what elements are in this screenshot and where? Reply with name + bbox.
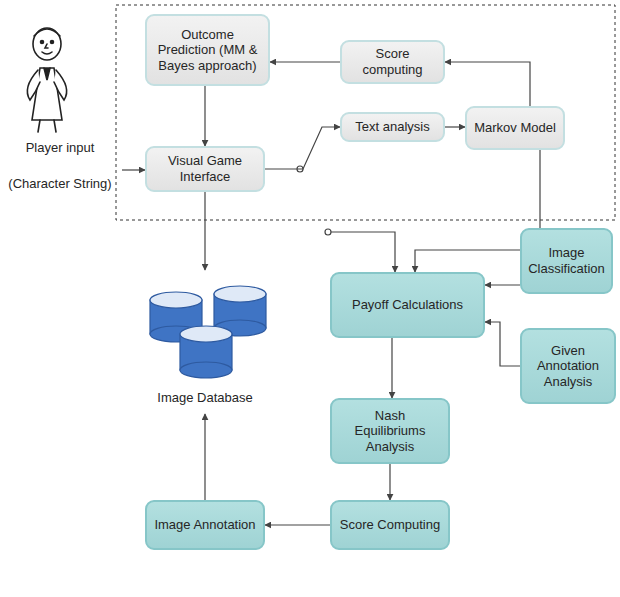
process-box: Text analysis [340, 112, 445, 142]
process-box: Nash Equilibriums Analysis [330, 398, 450, 464]
process-box: Score Computing [330, 500, 450, 550]
process-box: Markov Model [465, 106, 565, 150]
flow-arrow [389, 464, 390, 500]
database-label: Image Database [140, 390, 270, 406]
flow-arrow [445, 62, 530, 106]
box-text: Visual Game Interface [153, 153, 257, 184]
box-text: Outcome Prediction (MM & Bayes approach) [153, 27, 262, 74]
actor-label: (Character String) [2, 176, 118, 192]
process-box: Payoff Calculations [330, 272, 485, 338]
database-icon [150, 286, 266, 378]
process-box: Given Annotation Analysis [520, 328, 616, 404]
player-figure [27, 28, 66, 132]
box-text: Score computing [348, 46, 437, 77]
box-text: Markov Model [474, 120, 556, 136]
actor-label: Player input [2, 140, 118, 156]
box-text: Given Annotation Analysis [528, 343, 608, 390]
box-text: Text analysis [355, 119, 429, 135]
process-box: Outcome Prediction (MM & Bayes approach) [145, 14, 270, 86]
box-text: Score Computing [340, 517, 440, 533]
process-box: Score computing [340, 40, 445, 84]
box-text: Image Classification [528, 245, 605, 276]
process-box: Image Classification [520, 228, 613, 294]
box-text: Nash Equilibriums Analysis [338, 408, 442, 455]
process-box: Visual Game Interface [145, 146, 265, 192]
flow-arrow [204, 86, 205, 146]
flow-arrow [270, 61, 340, 62]
flow-arrow [485, 284, 520, 285]
box-text: Image Annotation [154, 517, 255, 533]
flow-arrow [445, 126, 465, 127]
flow-arrow [265, 524, 330, 525]
process-box: Image Annotation [145, 500, 265, 550]
flow-arrow [485, 322, 520, 366]
flow-arrow [391, 338, 392, 398]
box-text: Payoff Calculations [352, 297, 463, 313]
flow-arrow [265, 127, 340, 169]
